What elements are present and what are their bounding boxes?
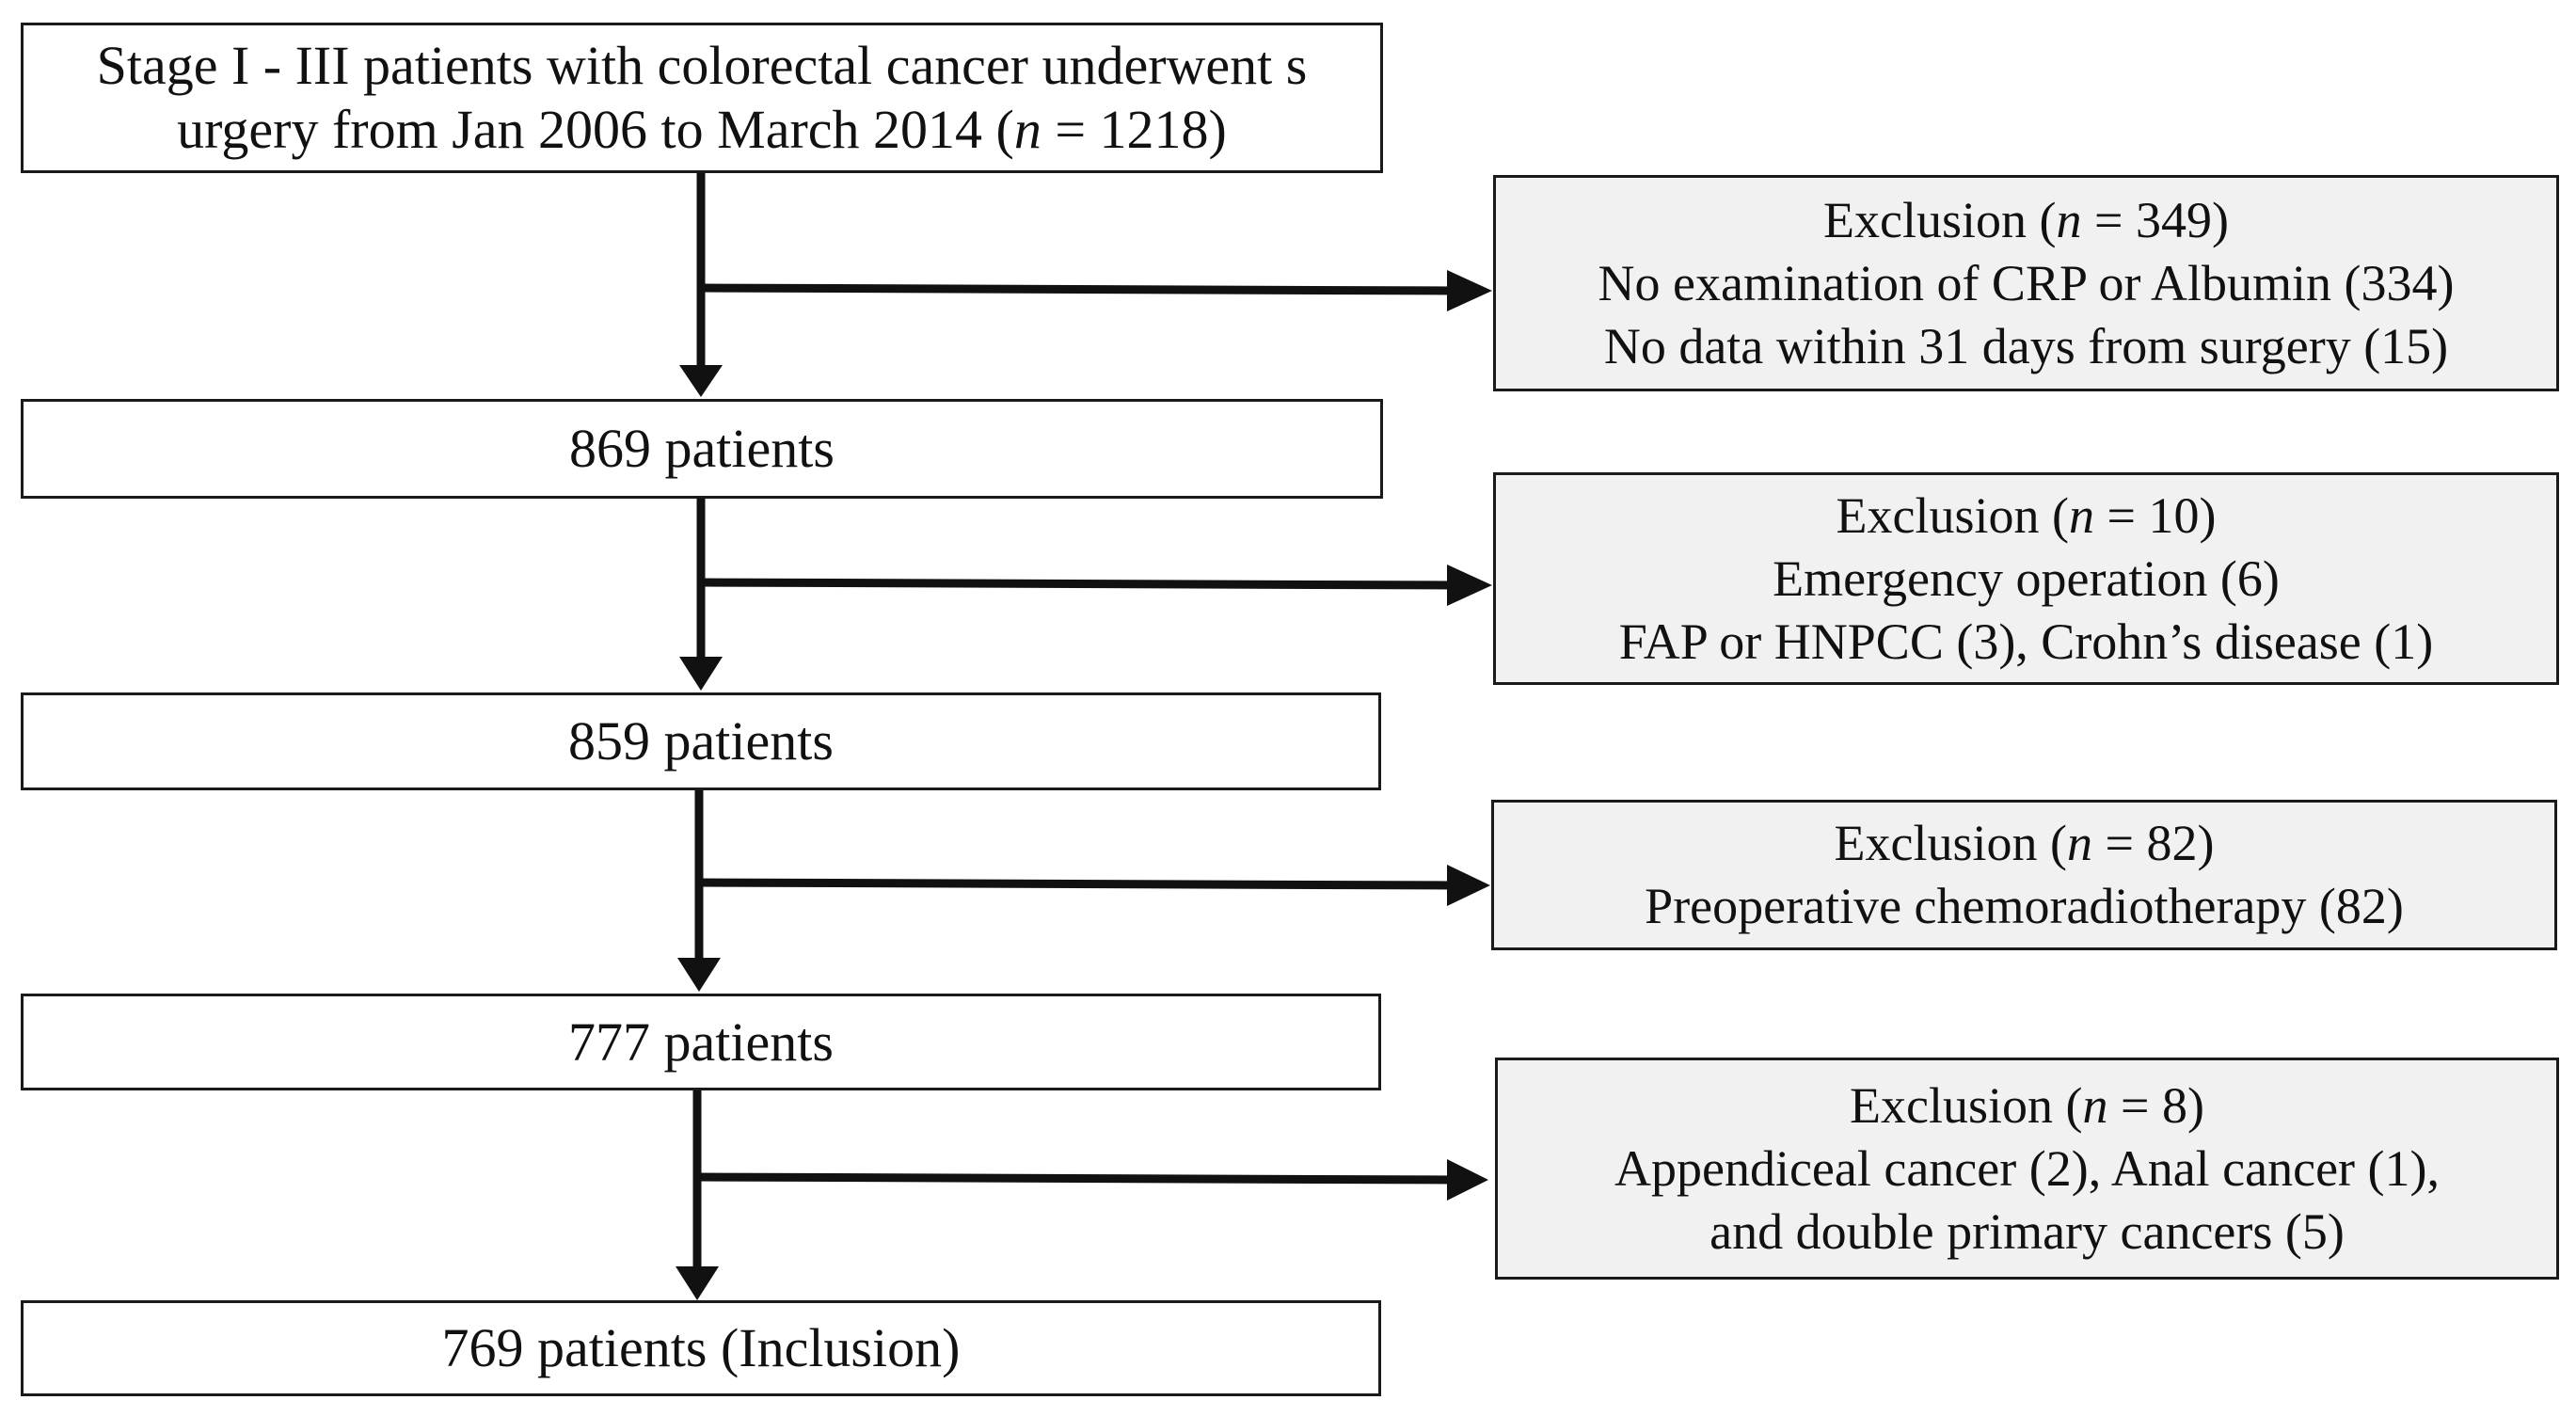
start-box-line2: urgery from Jan 2006 to March 2014 (n = … xyxy=(177,99,1227,160)
exclusion-4-reason: and double primary cancers (5) xyxy=(1709,1202,2345,1260)
exclusion-box-1: Exclusion (n = 349) No examination of CR… xyxy=(1493,175,2559,391)
exclusion-2-title: Exclusion (n = 10) xyxy=(1836,486,2217,544)
exclusion-3-title: Exclusion (n = 82) xyxy=(1834,815,2215,871)
exclusion-4-reason: Appendiceal cancer (2), Anal cancer (1), xyxy=(1614,1139,2440,1197)
patients-869-label: 869 patients xyxy=(569,418,835,479)
exclusion-box-3: Exclusion (n = 82) Preoperative chemorad… xyxy=(1491,800,2557,950)
arrow-to-exclusion-3 xyxy=(698,878,1455,890)
start-box: Stage I - III patients with colorectal c… xyxy=(21,23,1383,173)
arrowhead-right-4 xyxy=(1447,1159,1488,1201)
exclusion-4-title: Exclusion (n = 8) xyxy=(1850,1076,2204,1134)
patients-769-label: 769 patients (Inclusion) xyxy=(441,1317,961,1378)
arrowhead-right-3 xyxy=(1447,865,1490,906)
patients-777-label: 777 patients xyxy=(568,1010,834,1073)
arrowhead-down-2 xyxy=(679,657,723,691)
exclusion-1-title: Exclusion (n = 349) xyxy=(1823,191,2229,248)
arrowhead-down-4 xyxy=(676,1266,719,1300)
exclusion-1-reason: No examination of CRP or Albumin (334) xyxy=(1598,254,2455,311)
arrowhead-down-3 xyxy=(677,958,721,992)
patients-869-box: 869 patients xyxy=(21,399,1383,499)
start-box-line1: Stage I - III patients with colorectal c… xyxy=(96,35,1308,96)
exclusion-2-reason: FAP or HNPCC (3), Crohn’s disease (1) xyxy=(1618,613,2434,670)
exclusion-2-reason: Emergency operation (6) xyxy=(1773,549,2280,607)
patients-859-label: 859 patients xyxy=(568,710,834,772)
arrow-to-exclusion-2 xyxy=(700,578,1455,590)
exclusion-box-2: Exclusion (n = 10) Emergency operation (… xyxy=(1493,472,2559,685)
exclusion-box-4: Exclusion (n = 8) Appendiceal cancer (2)… xyxy=(1495,1058,2559,1280)
arrowhead-right-1 xyxy=(1447,270,1492,311)
arrow-to-exclusion-4 xyxy=(696,1172,1455,1185)
patients-777-box: 777 patients xyxy=(21,994,1381,1090)
arrow-to-exclusion-1 xyxy=(700,283,1455,295)
arrowhead-down-1 xyxy=(679,365,723,397)
patients-769-inclusion-box: 769 patients (Inclusion) xyxy=(21,1300,1381,1396)
exclusion-3-reason: Preoperative chemoradiotherapy (82) xyxy=(1645,878,2404,934)
arrowhead-right-2 xyxy=(1447,565,1492,606)
patients-859-box: 859 patients xyxy=(21,692,1381,790)
exclusion-1-reason: No data within 31 days from surgery (15) xyxy=(1603,317,2449,374)
